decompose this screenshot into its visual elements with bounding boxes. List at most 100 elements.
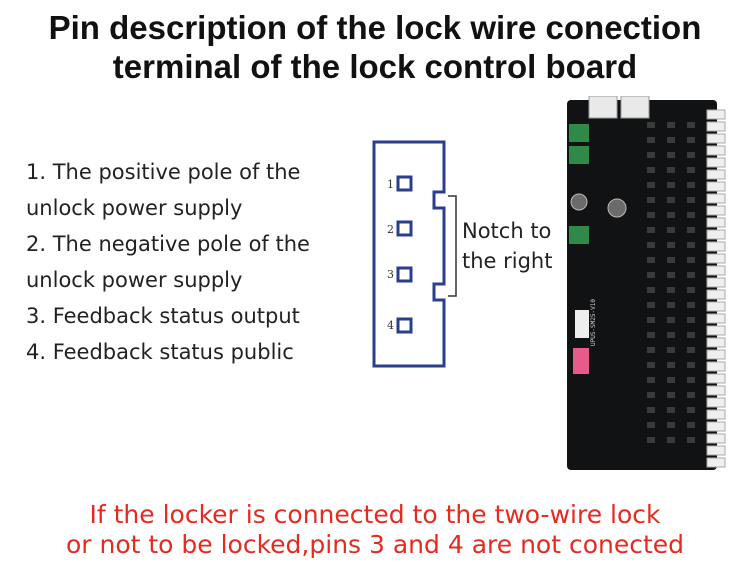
pin-3 [396,266,413,283]
board-connector-pin [706,145,726,156]
board-chip [647,122,655,128]
board-chip [647,407,655,413]
board-silk-label: UPUS-SM25-V10 [590,299,597,346]
pin-4 [396,317,413,334]
board-chip [667,137,675,143]
power-connector [588,96,618,119]
board-chip [687,122,695,128]
notch-label: Notch to the right [462,216,552,276]
board-chip [687,422,695,428]
board-connector-pin [706,157,726,168]
board-chip [687,242,695,248]
board-chip [687,362,695,368]
board-chip [687,152,695,158]
board-connector-pin [706,313,726,324]
terminal-block [569,124,589,142]
board-chip [647,437,655,443]
pin-number-4: 4 [387,319,394,332]
board-chip [647,212,655,218]
board-connector-pin [706,409,726,420]
board-chip [647,347,655,353]
board-connector-pin [706,265,726,276]
board-chip [667,122,675,128]
board-chip [667,392,675,398]
board-connector-pin [706,181,726,192]
board-chip [647,377,655,383]
board-connector-pin [706,169,726,180]
board-connector-pin [706,325,726,336]
board-chip [687,137,695,143]
board-chip [667,347,675,353]
board-chip [647,227,655,233]
pin-number-2: 2 [387,223,394,236]
pin-description-line: 4. Feedback status public [26,340,294,364]
board-connector-pin [706,385,726,396]
board-chip [647,167,655,173]
board-chip [647,152,655,158]
board-connector-pin [706,373,726,384]
board-body [567,100,717,470]
board-chip [667,257,675,263]
notch-label-line-2: the right [462,249,553,273]
pin-description-list: 1. The positive pole of the unlock power… [26,154,310,370]
right-connector-strip [706,109,726,468]
board-chip [667,332,675,338]
board-chip [647,362,655,368]
board-chip [687,437,695,443]
board-chip [647,137,655,143]
board-chip [647,257,655,263]
dip-switch [573,348,589,374]
pin-description-line: 2. The negative pole of the [26,232,310,256]
pin-1 [396,175,413,192]
board-chip [687,257,695,263]
board-chip [667,182,675,188]
board-chip [647,392,655,398]
board-connector-pin [706,205,726,216]
board-chip [687,332,695,338]
board-chip [647,302,655,308]
board-connector-pin [706,217,726,228]
board-chip [667,287,675,293]
capacitor [570,193,588,211]
board-chip [667,167,675,173]
pin-number-3: 3 [387,268,394,281]
pin-description-line: 3. Feedback status output [26,304,300,328]
pin-description-line: unlock power supply [26,268,243,292]
board-chip [667,152,675,158]
board-chip [647,272,655,278]
pin-description-line: unlock power supply [26,196,243,220]
title-line-1: Pin description of the lock wire conecti… [48,9,702,46]
board-chip [687,392,695,398]
board-connector-pin [706,349,726,360]
page-title: Pin description of the lock wire conecti… [0,8,750,86]
board-chip [667,317,675,323]
capacitor [607,198,627,218]
board-connector-pin [706,445,726,456]
board-connector-pin [706,253,726,264]
board-chip [667,362,675,368]
board-connector-pin [706,421,726,432]
notch-bracket [448,195,457,297]
board-chip [687,182,695,188]
board-chip [647,332,655,338]
board-connector-pin [706,337,726,348]
board-connector-pin [706,241,726,252]
board-chip [687,347,695,353]
connector-outline [372,140,446,368]
board-chip [687,317,695,323]
board-chip [667,242,675,248]
board-chip [667,422,675,428]
signal-connector [575,310,589,338]
board-connector-pin [706,397,726,408]
board-chip [687,287,695,293]
board-chip [667,377,675,383]
board-chip [667,407,675,413]
pin-description-line: 1. The positive pole of the [26,160,301,184]
board-connector-pin [706,193,726,204]
board-chip [667,212,675,218]
note-line-2: or not to be locked,pins 3 and 4 are not… [65,530,685,559]
board-chip [647,317,655,323]
board-chip [687,407,695,413]
board-chip [667,227,675,233]
board-connector-pin [706,457,726,468]
